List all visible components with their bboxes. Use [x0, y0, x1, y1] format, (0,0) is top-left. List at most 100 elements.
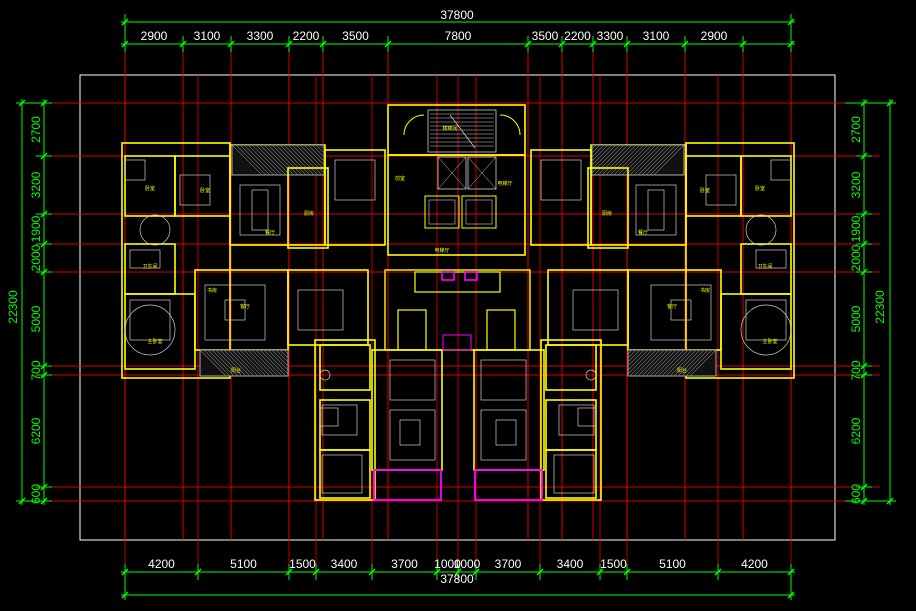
hatch-line: [231, 144, 263, 176]
room-bedroom: [685, 155, 742, 217]
room-label: 卫生间: [142, 263, 157, 270]
toilet: [319, 369, 331, 381]
top-total-slash: [121, 18, 129, 26]
top-dim-slash: [787, 40, 795, 48]
top-dim-label: 2200: [564, 29, 591, 43]
room-label: 餐厅: [265, 229, 275, 236]
left-dim-slash: [40, 483, 48, 491]
top-dim-label: 3300: [247, 29, 274, 43]
balcony-magenta: [373, 469, 442, 501]
hatch-line: [591, 144, 617, 170]
right-dim-label: 5000: [849, 305, 863, 332]
bottom-dim-slash: [454, 568, 462, 576]
room-wing: [314, 339, 376, 501]
hatch-line: [625, 144, 657, 176]
room-label: 厨房: [304, 210, 314, 217]
hatch-line: [629, 349, 657, 377]
stair: [427, 109, 497, 153]
left-total-slash: [18, 497, 26, 505]
hatch-line: [203, 349, 231, 377]
left-dim-label: 1900: [29, 215, 43, 242]
hatch-line: [673, 349, 701, 377]
right-dim-slash: [860, 152, 868, 160]
hatch-line: [627, 349, 653, 375]
bottom-dim-label: 3400: [557, 557, 584, 571]
top-dim-label: 3500: [532, 29, 559, 43]
top-dim-slash: [739, 40, 747, 48]
hatch-line: [689, 349, 717, 377]
hatch-line: [591, 144, 609, 162]
hatch-line: [665, 349, 693, 377]
hatch-line: [627, 349, 633, 355]
hatch-line: [199, 349, 227, 377]
core: [384, 104, 531, 351]
bottom-dim-label: 5100: [659, 557, 686, 571]
elevator-x: [437, 156, 467, 190]
hatch-line: [601, 144, 633, 176]
left-dim-slash: [40, 371, 48, 379]
hatch-line: [627, 349, 645, 367]
hatch-line: [235, 144, 267, 176]
right-total-dimension: 22300: [873, 290, 887, 324]
hatch-line: [653, 349, 681, 377]
room-label: 电梯厅: [434, 247, 449, 254]
hatch-line: [243, 349, 271, 377]
desk: [558, 404, 595, 436]
hatch-line: [275, 349, 289, 363]
hatch-line: [641, 349, 669, 377]
hatch-line: [319, 144, 325, 150]
top-dim-slash: [384, 40, 392, 48]
room-label: 卧室: [145, 185, 155, 192]
hatch-line: [299, 144, 325, 170]
service-room: [397, 309, 427, 351]
room-label: 客厅: [667, 303, 677, 310]
hatch-line: [307, 144, 325, 162]
room-label: 楼梯间: [442, 125, 457, 132]
hatch-line: [627, 349, 637, 359]
axis-grid: [35, 40, 880, 570]
bottom-total-dimension: 37800: [440, 572, 474, 586]
elevator: [467, 156, 497, 190]
top-dim-slash: [558, 40, 566, 48]
hatch-line: [641, 144, 673, 176]
hatch-line: [279, 144, 311, 176]
hatch-line: [591, 144, 601, 154]
hatch-line: [219, 349, 247, 377]
bottom-dim-slash: [368, 568, 376, 576]
elevator-car: [428, 199, 456, 225]
left-dim-label: 3200: [29, 171, 43, 198]
room-master: [547, 269, 629, 346]
unit-left: [121, 142, 443, 501]
top-total-slash: [787, 18, 795, 26]
top-dim-label: 7800: [445, 29, 472, 43]
bottom-dim-label: 4200: [148, 557, 175, 571]
right-dim-label: 2700: [849, 116, 863, 143]
hatch-line: [591, 144, 613, 166]
left-dim-slash: [40, 268, 48, 276]
sofa-set: [204, 284, 266, 341]
left-dim-slash: [40, 362, 48, 370]
bed: [705, 174, 737, 206]
hatch-line: [661, 349, 689, 377]
top-dim-slash: [681, 40, 689, 48]
hatch-line: [255, 144, 287, 176]
top-dim-slash: [227, 40, 235, 48]
left-total-dimension: 22300: [6, 290, 20, 324]
door-swing: [745, 214, 777, 246]
hatch-line: [609, 144, 641, 176]
sofa-living: [389, 409, 436, 461]
hatch-line: [215, 349, 243, 377]
unit-right: [473, 142, 795, 501]
top-dim-slash: [285, 40, 293, 48]
hatch-line: [657, 349, 685, 377]
hatch-line: [617, 144, 649, 176]
left-dim-label: 5000: [29, 305, 43, 332]
room-label: 卧室: [700, 187, 710, 194]
outer-wall: [121, 142, 231, 379]
hatch-line: [271, 144, 303, 176]
hatch-line: [211, 349, 239, 377]
hatch-line: [633, 144, 665, 176]
top-dim-slash: [121, 40, 129, 48]
hatch-line: [291, 144, 323, 176]
